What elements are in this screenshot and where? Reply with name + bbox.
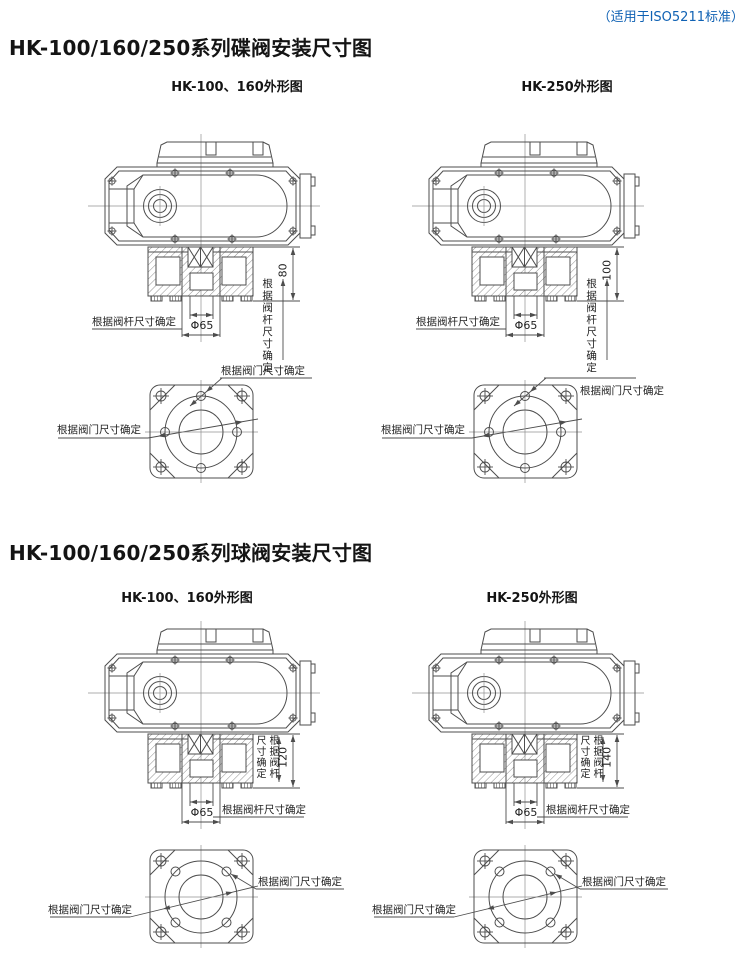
stem-size-note-vertical: 根据阀杆尺寸确定	[261, 278, 274, 374]
flange-size-note-right: 根据阀门尺寸确定	[582, 876, 666, 888]
flange-size-note-top: 根据阀门尺寸确定	[221, 365, 305, 377]
drawing-butterfly-hk100-160: 80 Φ65 根据阀杆尺寸确定 根据阀杆尺寸确定 根据阀门尺寸确定 根据阀门尺寸…	[0, 130, 375, 492]
section-title-ball: HK-100/160/250系列球阀安装尺寸图	[9, 541, 373, 565]
flange-size-note-left: 根据阀门尺寸确定	[57, 424, 141, 436]
flange-size-note-left: 根据阀门尺寸确定	[48, 904, 132, 916]
flange-size-note-right: 根据阀门尺寸确定	[258, 876, 342, 888]
bracket-height-dim: 100	[600, 259, 614, 281]
section-title-butterfly: HK-100/160/250系列碟阀安装尺寸图	[9, 36, 373, 60]
flange-size-note-left: 根据阀门尺寸确定	[372, 904, 456, 916]
subtitle-butterfly-hk100-160: HK-100、160外形图	[171, 80, 303, 95]
flange-size-note-top: 根据阀门尺寸确定	[580, 385, 664, 397]
actuator-flange-lineart	[57, 130, 375, 492]
flange-size-note-left: 根据阀门尺寸确定	[381, 424, 465, 436]
subtitle-ball-hk100-160: HK-100、160外形图	[121, 591, 253, 606]
stem-diameter-dim: Φ65	[190, 806, 214, 819]
subtitle-butterfly-hk250: HK-250外形图	[521, 80, 613, 95]
stem-diameter-dim: Φ65	[514, 806, 538, 819]
actuator-flange-lineart	[381, 130, 699, 492]
stem-size-note: 根据阀杆尺寸确定	[92, 316, 176, 328]
drawing-butterfly-hk250: 100 Φ65 根据阀杆尺寸确定 根据阀杆尺寸确定 根据阀门尺寸确定 根据阀门尺…	[324, 130, 699, 492]
stem-size-note: 根据阀杆尺寸确定	[546, 804, 630, 816]
bracket-height-dim: 80	[276, 263, 290, 278]
stem-size-note-vertical: 根据阀杆尺寸确定	[254, 735, 278, 779]
stem-size-note-vertical: 根据阀杆尺寸确定	[578, 735, 602, 779]
stem-size-note: 根据阀杆尺寸确定	[222, 804, 306, 816]
bracket-height-dim: 140	[600, 746, 614, 768]
drawing-ball-hk100-160: 120 Φ65 根据阀杆尺寸确定 根据阀杆尺寸确定 根据阀门尺寸确定 根据阀门尺…	[0, 617, 375, 958]
stem-size-note: 根据阀杆尺寸确定	[416, 316, 500, 328]
iso-standard-note: （适用于ISO5211标准）	[597, 10, 744, 25]
bracket-height-dim: 120	[276, 746, 290, 768]
stem-diameter-dim: Φ65	[190, 319, 214, 332]
subtitle-ball-hk250: HK-250外形图	[486, 591, 578, 606]
drawing-ball-hk250: 140 Φ65 根据阀杆尺寸确定 根据阀杆尺寸确定 根据阀门尺寸确定 根据阀门尺…	[324, 617, 699, 958]
stem-diameter-dim: Φ65	[514, 319, 538, 332]
stem-size-note-vertical: 根据阀杆尺寸确定	[585, 278, 598, 374]
